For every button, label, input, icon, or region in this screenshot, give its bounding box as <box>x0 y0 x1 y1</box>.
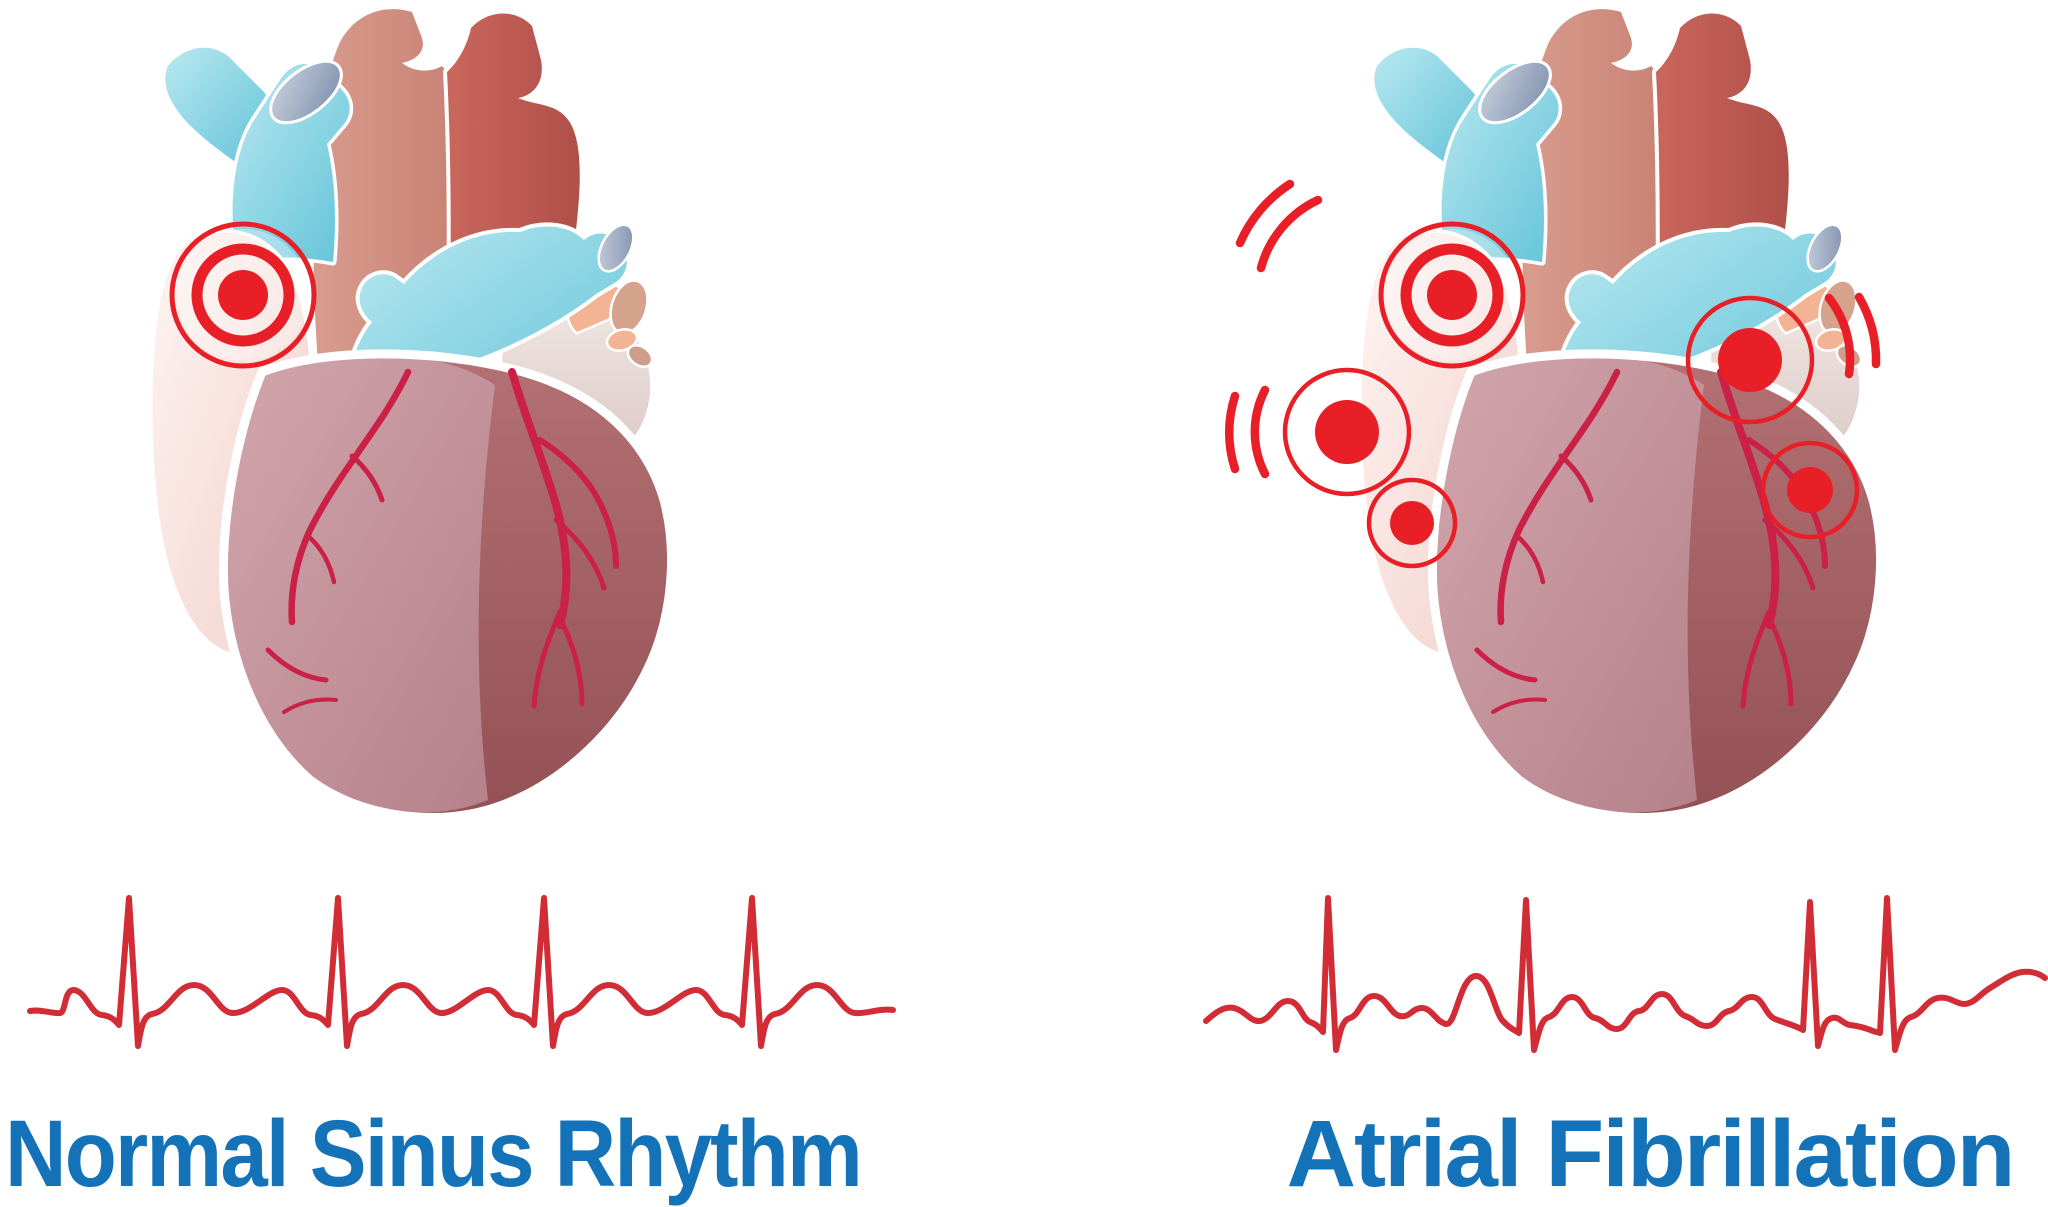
afib-markers <box>1225 179 1881 569</box>
tremor-arcs-near-focus-1 <box>1225 385 1270 479</box>
heart-illustration-normal <box>153 9 672 817</box>
tremor-arcs-near-focus-3 <box>1824 292 1881 379</box>
label-normal-sinus-rhythm: Normal Sinus Rhythm <box>5 1101 861 1207</box>
tremor-arcs-near-sinus-node <box>1235 179 1323 273</box>
ectopic-focus-3 <box>1685 295 1815 425</box>
label-atrial-fibrillation: Atrial Fibrillation <box>1287 1101 2014 1207</box>
ectopic-focus-2 <box>1366 477 1458 569</box>
heart-illustration-afib <box>1362 9 1881 817</box>
ecg-afib-trace <box>1203 895 2048 1053</box>
ecg-normal-sinus-trace <box>27 895 896 1049</box>
ectopic-focus-4 <box>1760 440 1860 540</box>
ectopic-focus-1 <box>1282 367 1412 497</box>
